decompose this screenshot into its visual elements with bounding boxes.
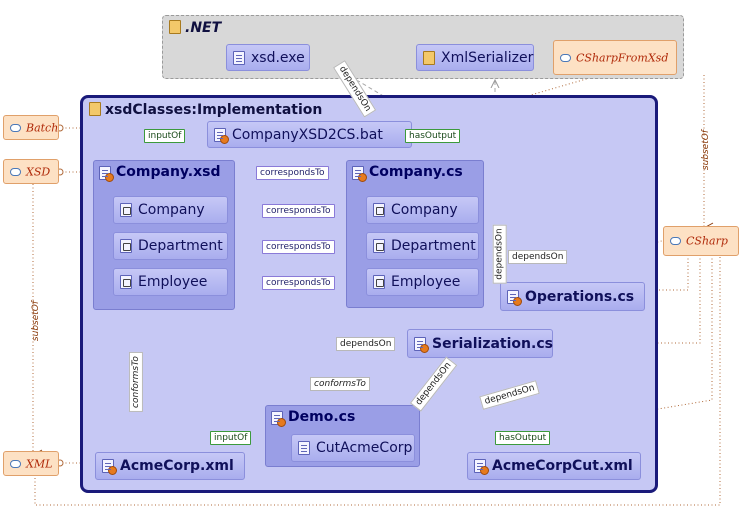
concept-csharp-label: CSharp <box>686 234 728 248</box>
xml-file-icon <box>474 459 489 475</box>
concept-batch-label: Batch <box>26 121 59 134</box>
company-xsd2cs-node[interactable]: CompanyXSD2CS.bat <box>207 121 412 148</box>
label-depends-on-ops: dependsOn <box>508 250 568 264</box>
company-cs-title: Company.cs <box>369 164 463 180</box>
xml-file-icon <box>102 459 117 475</box>
concept-xsd-label: XSD <box>26 165 51 178</box>
label-input-of-bottom: inputOf <box>210 431 252 445</box>
edge-xml-to-cut <box>34 255 721 506</box>
dotnet-group-title: .NET <box>169 18 221 36</box>
xsd-company-item[interactable]: Company <box>113 196 228 224</box>
class-icon <box>373 203 385 217</box>
comment-icon <box>10 123 21 132</box>
cs-file-icon <box>352 166 367 182</box>
comment-icon <box>10 459 21 468</box>
element-icon <box>120 203 132 217</box>
serialization-cs-node[interactable]: Serialization.cs <box>407 329 553 358</box>
comment-icon <box>670 237 681 245</box>
comment-icon <box>10 167 21 176</box>
operations-cs-label: Operations.cs <box>525 288 635 305</box>
acmecorp-xml-node[interactable]: AcmeCorp.xml <box>95 452 245 480</box>
element-icon <box>120 275 132 289</box>
cs-file-icon <box>414 336 429 353</box>
class-icon <box>373 239 385 253</box>
label-depends-on-serial: dependsOn <box>336 337 396 351</box>
package-icon <box>89 102 101 116</box>
element-icon <box>120 239 132 253</box>
acmecorpcut-xml-node[interactable]: AcmeCorpCut.xml <box>467 452 641 480</box>
concept-csharpfromxsd-label: CSharpFromXsd <box>576 51 669 64</box>
label-depends-on-xmlser: dependsOn <box>492 224 507 284</box>
class-icon <box>373 275 385 289</box>
label-input-of-top: inputOf <box>144 129 186 143</box>
label-has-output-bottom: hasOutput <box>495 431 551 445</box>
implementation-group-title: xsdClasses:Implementation <box>89 100 322 118</box>
label-subset-right: subsetOf <box>701 129 712 171</box>
cs-department-item[interactable]: Department <box>366 232 479 260</box>
concept-csharpfromxsd[interactable]: CSharpFromXsd <box>553 40 677 75</box>
label-corresponds-main: correspondsTo <box>256 166 329 180</box>
component-icon <box>423 50 435 65</box>
label-corresponds-company: correspondsTo <box>262 204 335 218</box>
concept-xsd[interactable]: XSD <box>3 159 59 184</box>
xsd-exe-node[interactable]: xsd.exe <box>226 44 310 71</box>
cs-file-icon <box>507 289 522 306</box>
method-icon <box>298 441 310 455</box>
xsd-department-item[interactable]: Department <box>113 232 228 260</box>
acmecorp-xml-label: AcmeCorp.xml <box>120 458 234 474</box>
label-conforms-cut: conformsTo <box>310 377 370 391</box>
cut-acme-corp-label: CutAcmeCorp <box>316 440 413 456</box>
cs-file-icon <box>271 411 286 427</box>
cs-department-label: Department <box>391 238 476 254</box>
cs-company-item[interactable]: Company <box>366 196 479 224</box>
acmecorpcut-xml-label: AcmeCorpCut.xml <box>492 458 633 474</box>
serialization-cs-label: Serialization.cs <box>432 335 553 352</box>
concept-xml[interactable]: XML <box>3 451 59 476</box>
concept-xml-label: XML <box>26 457 53 470</box>
comment-icon <box>560 53 571 62</box>
operations-cs-node[interactable]: Operations.cs <box>500 282 645 311</box>
cs-employee-item[interactable]: Employee <box>366 268 479 296</box>
xsd-exe-label: xsd.exe <box>251 49 305 66</box>
label-corresponds-employee: correspondsTo <box>262 276 335 290</box>
cut-acme-corp-item[interactable]: CutAcmeCorp <box>291 434 415 462</box>
edge-csharp-to-operations <box>645 255 689 291</box>
company-xsd-title: Company.xsd <box>116 164 221 180</box>
file-icon <box>233 50 245 65</box>
package-icon <box>169 20 181 34</box>
company-xsd2cs-label: CompanyXSD2CS.bat <box>232 126 383 143</box>
demo-cs-title: Demo.cs <box>288 409 356 425</box>
xml-serializer-label: XmlSerializer <box>441 49 534 66</box>
xsd-file-icon <box>99 166 114 182</box>
xsd-department-label: Department <box>138 238 223 254</box>
cs-company-label: Company <box>391 202 458 218</box>
xsd-company-label: Company <box>138 202 205 218</box>
label-conforms-acme: conformsTo <box>128 352 143 412</box>
concept-batch[interactable]: Batch <box>3 115 59 140</box>
xml-serializer-node[interactable]: XmlSerializer <box>416 44 534 71</box>
edge-csharp-to-serialization <box>540 255 701 344</box>
xsd-employee-label: Employee <box>138 274 208 290</box>
cs-employee-label: Employee <box>391 274 461 290</box>
label-subset-left: subsetOf <box>31 300 42 342</box>
xsd-employee-item[interactable]: Employee <box>113 268 228 296</box>
label-corresponds-department: correspondsTo <box>262 240 335 254</box>
concept-csharp[interactable]: CSharp <box>663 226 739 256</box>
script-icon <box>214 127 229 144</box>
label-has-output-top: hasOutput <box>405 129 461 143</box>
